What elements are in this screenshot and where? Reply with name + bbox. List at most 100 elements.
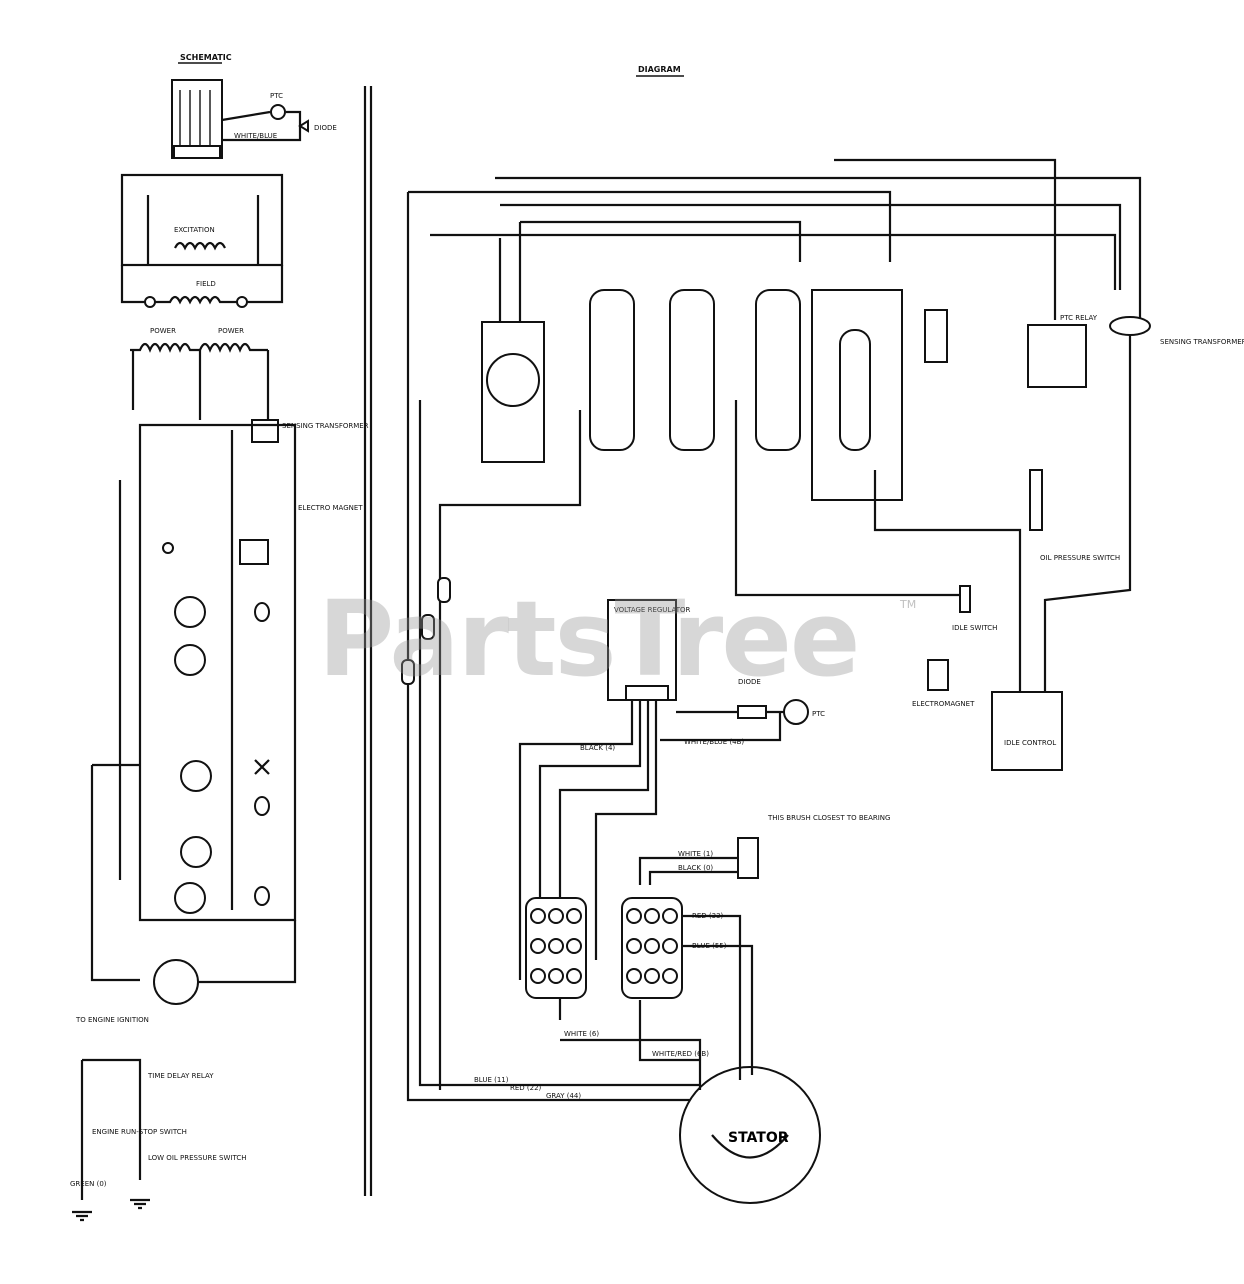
diagram-ptc — [783, 699, 809, 725]
schematic-low-oil-label: LOW OIL PRESSURE SWITCH — [148, 1154, 246, 1162]
recep-face — [486, 353, 540, 407]
recep-wire — [438, 410, 582, 1090]
schematic-engine-ignition-label: TO ENGINE IGNITION — [75, 1016, 149, 1024]
diagram-receptacle-2 — [589, 289, 635, 451]
diagram-black-4-label: BLACK (4) — [580, 744, 615, 752]
schematic-main-loop — [138, 423, 297, 922]
bus — [430, 233, 1117, 290]
connector — [437, 577, 451, 603]
diagram-white-blue-label: WHITE/BLUE (4B) — [684, 738, 744, 746]
field-node — [144, 296, 156, 308]
diagram-ptc-label: PTC — [812, 710, 825, 718]
recep-wire — [873, 470, 1022, 700]
bus — [520, 220, 802, 262]
diagram-oil-pressure-switch — [1029, 469, 1043, 531]
diagram-title: DIAGRAM — [638, 65, 681, 74]
schematic-power-label-a: POWER — [150, 327, 176, 335]
stator-wire — [560, 1000, 702, 1090]
schematic-excitation-coil — [174, 241, 226, 251]
schematic-diode-label: DIODE — [314, 124, 337, 132]
diagram-red-33-label: RED (33) — [692, 912, 724, 920]
schematic-panel: SCHEMATIC PTC DIODE WHITE/BLUE EXCITATIO… — [70, 53, 369, 1222]
bus — [495, 176, 1142, 320]
diagram-regulator-label: VOLTAGE REGULATOR — [614, 606, 691, 614]
schematic-main-receptacle — [153, 959, 199, 1005]
schematic-excitation-frame — [120, 173, 284, 267]
schem-node — [162, 542, 174, 554]
schematic-sensing-transformer — [251, 419, 279, 443]
diagram-idle-control-label: IDLE CONTROL — [1004, 739, 1056, 747]
schematic-white-blue-label: WHITE/BLUE — [234, 132, 277, 140]
diagram-stator-label: STATOR — [728, 1130, 789, 1146]
recep-wire — [498, 222, 522, 322]
diagram-white-red-label: WHITE/RED (6B) — [652, 1050, 709, 1058]
breaker — [254, 796, 270, 816]
schematic-ptc-label: PTC — [270, 92, 283, 100]
schematic-diode-icon — [298, 119, 309, 133]
terminal-block-a-posts — [530, 908, 582, 984]
cross — [254, 759, 270, 775]
diagram-white-6-label: WHITE (6) — [564, 1030, 599, 1038]
stator-arc — [711, 1134, 789, 1159]
recep-wire — [406, 192, 700, 1102]
schematic-sensing-label: SENSING TRANSFORMER — [282, 422, 369, 430]
ground-icon-2 — [130, 1198, 150, 1210]
diagram-idle-control — [991, 691, 1063, 771]
reg-term — [625, 685, 669, 701]
schematic-receptacle-1 — [174, 596, 206, 628]
diagram-sensing-transformer — [1109, 316, 1151, 336]
diagram-black-0-label: BLACK (0) — [678, 864, 713, 872]
diagram-diode — [737, 705, 767, 719]
diagram-ptc-relay — [1027, 324, 1087, 388]
diagram-stator — [679, 1066, 821, 1204]
diagram-blue-11-label: BLUE (11) — [474, 1076, 509, 1084]
diagram-idle-switch — [959, 585, 971, 613]
bus — [408, 190, 892, 262]
schematic-field-label: FIELD — [196, 280, 216, 288]
diagram-sensing-label: SENSING TRANSFORMER — [1160, 338, 1244, 346]
bus — [500, 203, 1122, 290]
breaker — [254, 602, 270, 622]
diagram-diode-label: DIODE — [738, 678, 761, 686]
diagram-electromagnet — [927, 659, 949, 691]
field-node — [236, 296, 248, 308]
diagram-brush-label: THIS BRUSH CLOSEST TO BEARING — [767, 814, 890, 822]
diagram-receptacle-3 — [669, 289, 715, 451]
schematic-excitation-label: EXCITATION — [174, 226, 215, 234]
schematic-field-coil — [155, 295, 237, 305]
diagram-idle-switch-label: IDLE SWITCH — [952, 624, 997, 632]
schematic-receptacle-4 — [180, 836, 212, 868]
partstree-trademark: TM — [900, 598, 917, 611]
recep-wire — [734, 400, 960, 597]
field-wire — [120, 265, 284, 304]
diagram-ptc-relay-label: PTC RELAY — [1060, 314, 1098, 322]
diagram-panel: DIAGRAM PTC RELAY SENSING TRANSFORMER — [401, 65, 1244, 1204]
terminal-block-b-posts — [626, 908, 678, 984]
diagram-red-22-label: RED (22) — [510, 1084, 542, 1092]
ptc-wire — [660, 712, 782, 742]
reg-wire — [538, 700, 642, 990]
diagram-gray-44-label: GRAY (44) — [546, 1092, 581, 1100]
schematic-receptacle-5 — [174, 882, 206, 914]
diagram-main-breaker — [839, 329, 871, 451]
diagram-receptacle-4 — [755, 289, 801, 451]
schematic-power-coils — [130, 342, 268, 353]
schematic-green-label: GREEN (0) — [70, 1180, 107, 1188]
connector — [421, 614, 435, 640]
diagram-electromagnet-label: ELECTROMAGNET — [912, 700, 975, 708]
bus — [834, 158, 1057, 320]
stator-wire — [682, 914, 754, 1080]
loop-wire — [198, 920, 297, 984]
schematic-title: SCHEMATIC — [180, 53, 232, 62]
diagram-blue-55-label: BLUE (55) — [692, 942, 727, 950]
schematic-run-stop-label: ENGINE RUN-STOP SWITCH — [92, 1128, 187, 1136]
diagram-brush-holder — [737, 837, 759, 879]
reg-wire — [594, 700, 658, 960]
schematic-ptc — [270, 104, 286, 120]
schematic-idle-control — [239, 539, 269, 565]
schematic-power-label-b: POWER — [218, 327, 244, 335]
schematic-receptacle-3 — [180, 760, 212, 792]
sense-wire — [1043, 335, 1132, 700]
